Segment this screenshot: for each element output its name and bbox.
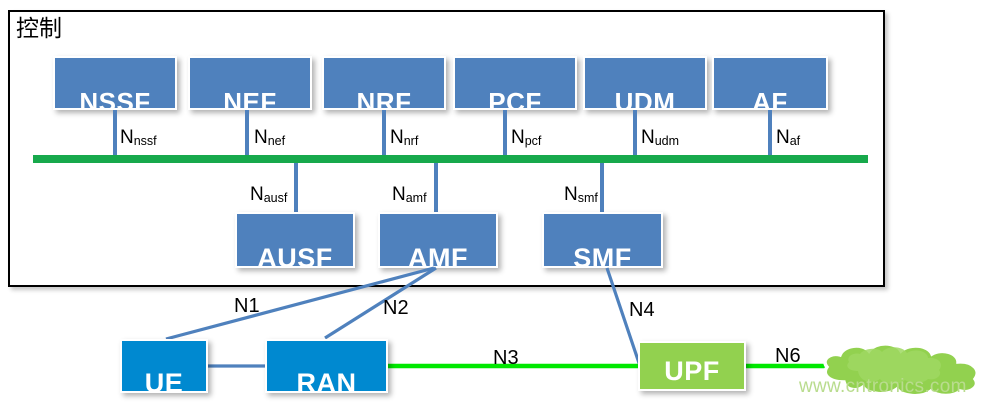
stub-nef: [245, 110, 249, 162]
nf-box-nrf[interactable]: NRF: [322, 56, 446, 110]
stub-af: [768, 110, 772, 162]
refpoint-label-n1: N1: [234, 295, 260, 317]
nf-label-smf: SMF: [573, 243, 632, 268]
nf-label-nef: NEF: [223, 87, 277, 110]
iface-n-amf: N: [392, 184, 406, 205]
refpoint-label-n2: N2: [383, 297, 409, 319]
nf-box-ran[interactable]: RAN: [265, 339, 388, 393]
watermark: www.cntronics.com: [799, 376, 967, 397]
nf-label-nrf: NRF: [356, 87, 412, 110]
nf-box-pcf[interactable]: PCF: [453, 56, 577, 110]
stub-ausf: [294, 157, 298, 215]
iface-label-pcf: Npcf: [511, 128, 541, 147]
stub-pcf: [503, 110, 507, 162]
refpoint-label-n4: N4: [629, 299, 655, 321]
iface-n-nef: N: [254, 127, 268, 148]
iface-sub-nssf: nssf: [133, 134, 157, 148]
cloud-icon: [823, 342, 979, 398]
nf-box-af[interactable]: AF: [712, 56, 828, 110]
nf-label-ran: RAN: [296, 368, 357, 393]
nf-box-smf[interactable]: SMF: [542, 212, 663, 268]
nf-label-ue: UE: [144, 368, 184, 393]
iface-sub-udm: udm: [654, 134, 680, 148]
iface-sub-smf: smf: [577, 191, 598, 205]
iface-sub-pcf: pcf: [524, 134, 542, 148]
nf-box-ausf[interactable]: AUSF: [235, 212, 355, 268]
refpoint-label-n6: N6: [775, 345, 801, 367]
iface-n-udm: N: [641, 127, 655, 148]
nf-box-udm[interactable]: UDM: [583, 56, 707, 110]
nf-box-ue[interactable]: UE: [120, 339, 208, 393]
iface-n-nrf: N: [390, 127, 404, 148]
nf-box-nssf[interactable]: NSSF: [53, 56, 177, 110]
stub-amf: [434, 157, 438, 215]
nf-label-af: AF: [752, 87, 788, 110]
iface-label-amf: Namf: [392, 185, 427, 204]
service-based-bus: [33, 155, 868, 163]
nf-label-udm: UDM: [614, 87, 676, 110]
nf-box-amf[interactable]: AMF: [378, 212, 498, 268]
control-plane-title: 控制: [16, 16, 62, 42]
stub-smf: [600, 157, 604, 215]
iface-label-nef: Nnef: [254, 128, 285, 147]
nf-label-amf: AMF: [408, 243, 468, 268]
iface-n-ausf: N: [250, 184, 264, 205]
stub-nrf: [382, 110, 386, 162]
iface-sub-amf: amf: [405, 191, 427, 205]
iface-label-af: Naf: [776, 128, 800, 147]
iface-sub-af: af: [789, 134, 801, 148]
iface-n-pcf: N: [511, 127, 525, 148]
nf-label-upf: UPF: [664, 356, 720, 386]
data-network-cloud[interactable]: [818, 340, 985, 398]
nf-label-nssf: NSSF: [79, 87, 151, 110]
iface-label-nrf: Nnrf: [390, 128, 418, 147]
iface-sub-nrf: nrf: [403, 134, 419, 148]
nf-box-nef[interactable]: NEF: [188, 56, 312, 110]
stub-nssf: [113, 110, 117, 162]
iface-label-udm: Nudm: [641, 128, 679, 147]
iface-label-ausf: Nausf: [250, 185, 287, 204]
iface-sub-nef: nef: [267, 134, 286, 148]
stub-udm: [633, 110, 637, 162]
iface-n-smf: N: [564, 184, 578, 205]
nf-box-upf[interactable]: UPF: [638, 341, 746, 391]
iface-label-nssf: Nnssf: [120, 128, 157, 147]
refpoint-label-n3: N3: [493, 347, 519, 369]
iface-sub-ausf: ausf: [263, 191, 288, 205]
iface-n-nssf: N: [120, 127, 134, 148]
nf-label-pcf: PCF: [488, 87, 542, 110]
nf-label-ausf: AUSF: [257, 243, 333, 268]
iface-label-smf: Nsmf: [564, 185, 598, 204]
iface-n-af: N: [776, 127, 790, 148]
